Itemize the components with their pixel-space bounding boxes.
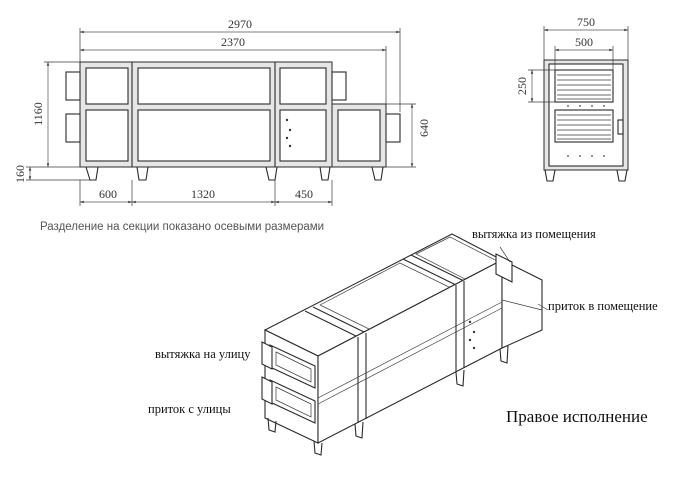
label-version: Правое исполнение xyxy=(506,407,648,426)
dim-body-length: 2370 xyxy=(221,35,245,49)
dim-width: 750 xyxy=(577,15,595,29)
dim-height: 1160 xyxy=(31,102,45,126)
label-supply-to-room: приток в помещение xyxy=(548,299,658,313)
isometric-view xyxy=(261,233,549,456)
front-view: 2970 2370 1160 160 640 600 1320 450 xyxy=(13,17,431,206)
label-exhaust-to-street: вытяжка на улицу xyxy=(155,347,251,361)
dim-section-1: 600 xyxy=(99,187,117,201)
label-supply-from-street: приток с улицы xyxy=(148,402,231,416)
dim-grille-height: 250 xyxy=(515,77,529,95)
dim-inner-width: 500 xyxy=(575,35,593,49)
dim-section-2: 1320 xyxy=(191,187,215,201)
dim-leg-height: 160 xyxy=(13,165,27,183)
section-note: Разделение на секции показано осевыми ра… xyxy=(40,221,324,233)
label-exhaust-from-room: вытяжка из помещения xyxy=(472,227,596,241)
side-view: 750 500 250 xyxy=(515,15,629,182)
dim-total-length: 2970 xyxy=(228,17,252,31)
dim-section-3: 450 xyxy=(295,187,313,201)
dim-right-section-height: 640 xyxy=(417,119,431,137)
